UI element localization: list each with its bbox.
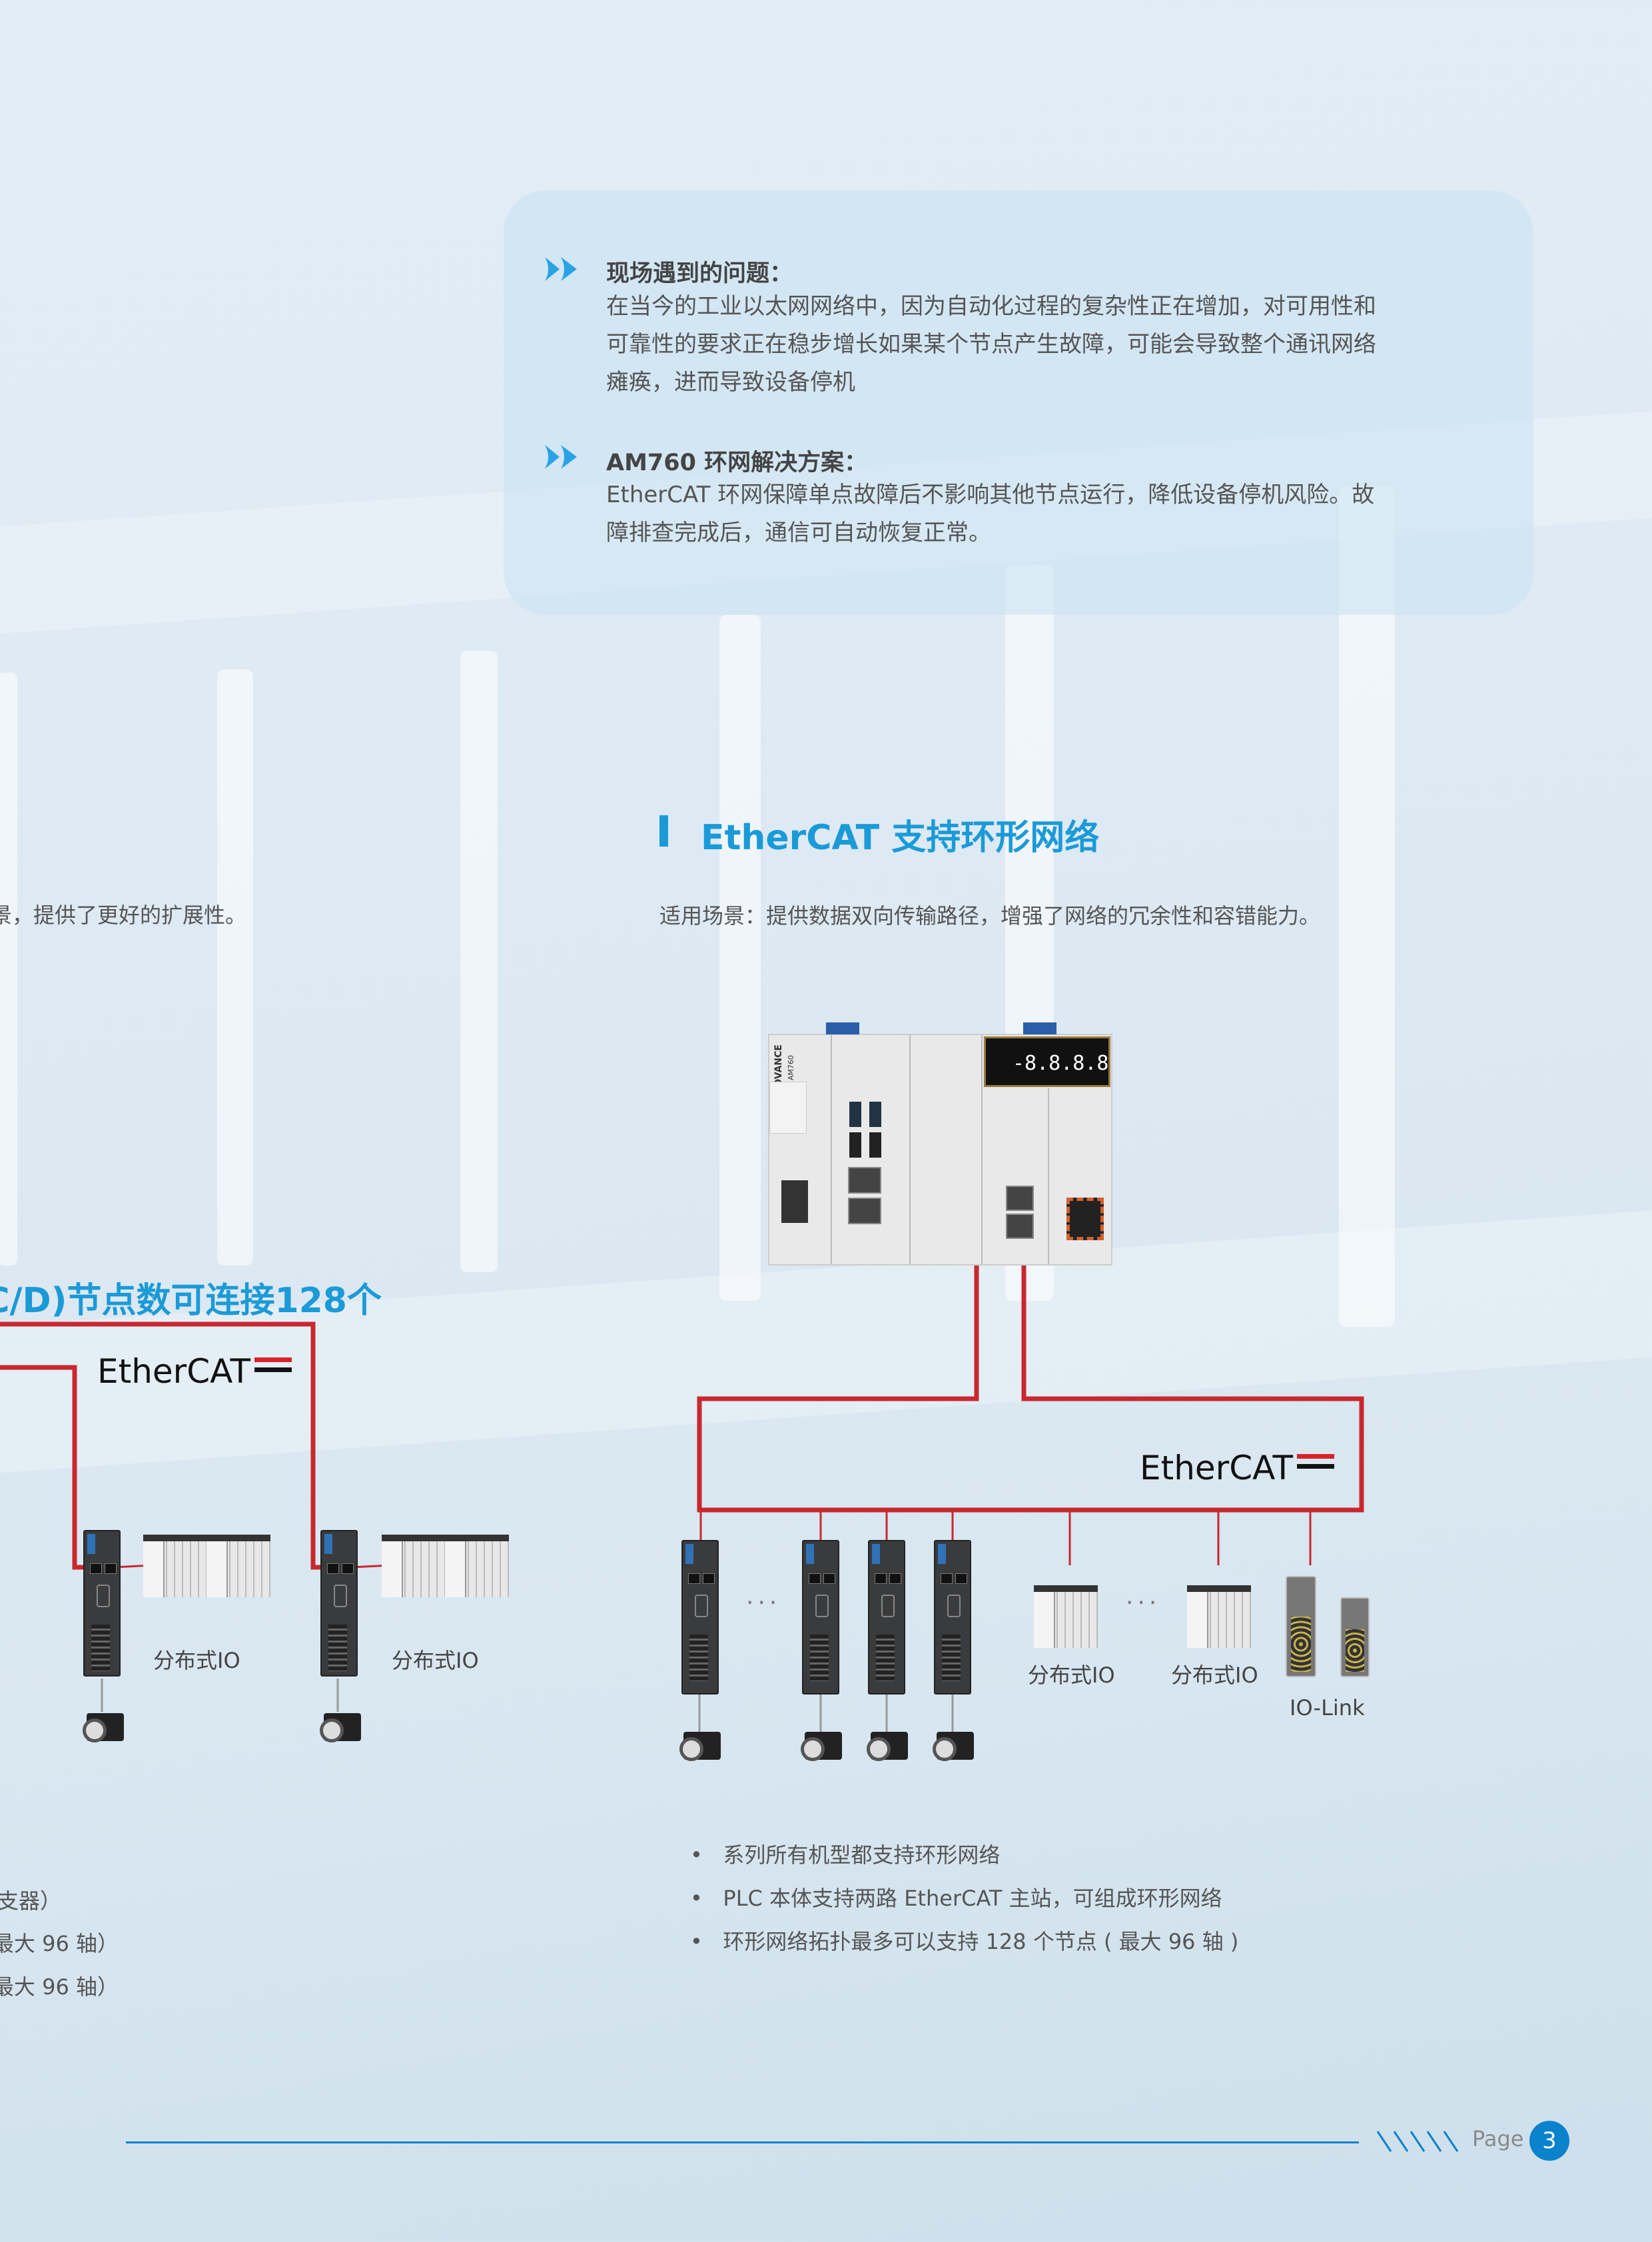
ethercat-logo: EtherCAT [97,1352,292,1391]
solution-text-line: 障排查完成后，通信可自动恢复正常。 [606,520,991,546]
ethercat-port-2 [1006,1214,1034,1239]
io-module [206,1535,270,1597]
din-clip [1023,1022,1056,1034]
io-label: 分布式IO [392,1648,479,1673]
solution-heading: AM760 环网解决方案： [606,450,868,476]
lan-port [848,1198,881,1224]
servo-motor [933,1732,974,1761]
servo-motor [83,1713,124,1742]
iolink-label: IO-Link [1290,1695,1365,1720]
can-connector [1066,1198,1104,1240]
info-box [504,190,1533,615]
io-label: 分布式IO [1028,1663,1115,1688]
ellipsis: ··· [1126,1589,1161,1617]
din-clip [826,1022,859,1034]
ring-cable-out [697,1192,1364,1513]
background-pillar [0,673,17,1266]
section-title: EtherCAT 支持环形网络 [701,818,1100,858]
problem-text-line: 可靠性的要求正在稳步增长如果某个节点产生故障，可能会导致整个通讯网络 [606,331,1376,358]
servo-motor [801,1732,842,1761]
plc-controller: INOVANCE AM760 -8.8.8.8 [768,1034,1112,1266]
power-connector [781,1180,808,1223]
left-subtitle: 景，提供了更好的扩展性。 [0,903,247,928]
plc-model: AM760 [787,1055,795,1081]
io-module [445,1535,509,1597]
servo-drive [83,1530,121,1677]
servo-drive [320,1530,358,1677]
io-module [382,1535,446,1597]
problem-text-line: 瘫痪，进而导致设备停机 [606,369,855,396]
background-pillar [217,669,253,1266]
io-module [1187,1585,1251,1648]
left-bullet-fragment: （最大 96 轴） [0,1974,119,2000]
ethercat-logo: EtherCAT [1140,1449,1334,1487]
title-accent-bar [659,815,668,847]
slash-decoration-icon [1376,2131,1459,2152]
page-number-badge: 3 [1529,2121,1569,2161]
feature-bullet: • 系列所有机型都支持环形网络 [690,1842,1001,1868]
servo-motor [867,1732,908,1761]
iolink-hub [1340,1597,1370,1677]
problem-text-line: 在当今的工业以太网网络中，因为自动化过程的复杂性正在增加，对可用性和 [606,293,1376,320]
feature-bullet: • 环形网络拓扑最多可以支持 128 个节点 ( 最大 96 轴 ) [690,1929,1239,1954]
footer-rule [126,2141,1359,2143]
io-module [1034,1585,1098,1648]
feature-bullet: • PLC 本体支持两路 EtherCAT 主站，可组成环形网络 [690,1886,1222,1911]
io-module [143,1535,207,1597]
ellipsis: ··· [746,1589,781,1617]
left-title: 口(C/D)节点数可连接128个 [0,1281,382,1321]
lan-port [848,1167,881,1194]
problem-heading: 现场遇到的问题： [606,260,793,287]
section-subtitle: 适用场景：提供数据双向传输路径，增强了网络的冗余性和容错能力。 [659,903,1321,929]
servo-drive [681,1540,719,1694]
plc-display: -8.8.8.8 [984,1036,1110,1087]
usb-port [869,1132,881,1158]
usb-port [849,1132,861,1158]
drop-lines [699,1510,1312,1565]
page-label: Page [1472,2126,1524,2151]
solution-text-line: EtherCAT 环网保障单点故障后不影响其他节点运行，降低设备停机风险。故 [606,482,1375,508]
servo-drive [802,1540,839,1694]
servo-motor [320,1713,361,1742]
background-pillar [1339,486,1395,1327]
iolink-master [1286,1576,1316,1677]
background-pillar [719,615,761,1301]
servo-drive [934,1540,971,1694]
servo-motor [679,1732,721,1761]
left-bullet-fragment: （最大 96 轴） [0,1931,119,1956]
left-bullet-fragment: 分支器） [0,1888,61,1914]
io-label: 分布式IO [153,1648,240,1673]
usb-port [869,1102,881,1127]
background-pillar [460,651,498,1272]
double-chevron-icon [545,257,577,281]
servo-drive [868,1540,905,1694]
motor-cables [101,1679,954,1732]
io-label: 分布式IO [1171,1663,1258,1688]
ethercat-port-1 [1006,1186,1034,1211]
usb-port [849,1102,861,1127]
double-chevron-icon [545,445,577,469]
